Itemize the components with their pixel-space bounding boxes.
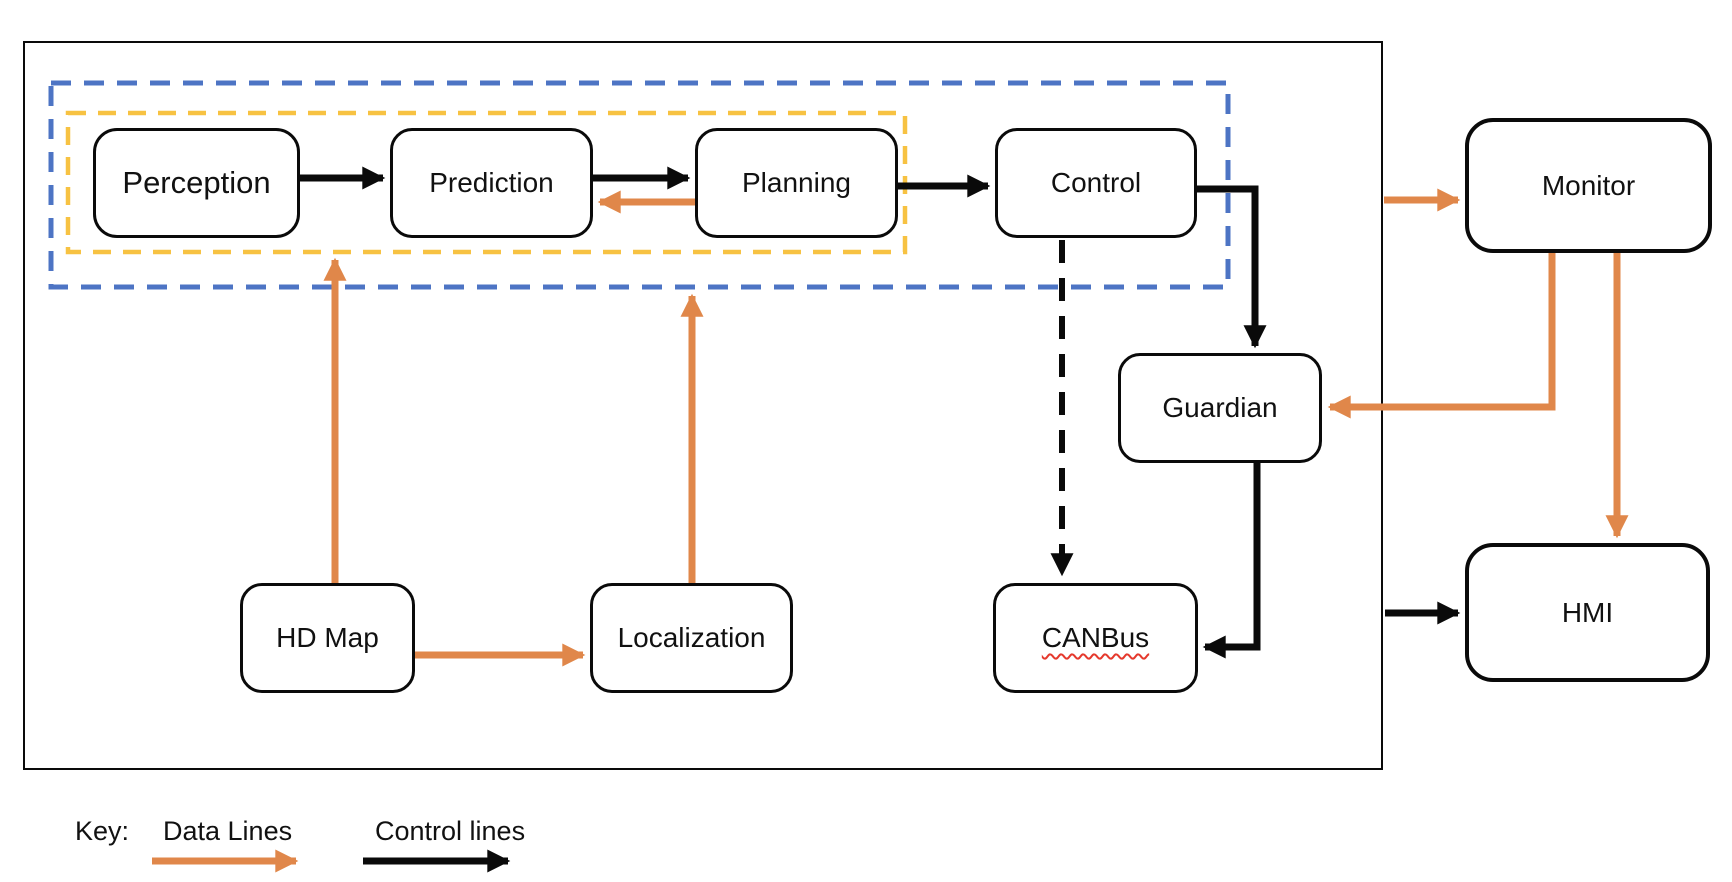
node-planning-label: Planning bbox=[742, 167, 851, 198]
node-control-label: Control bbox=[1050, 167, 1142, 198]
node-planning: Planning bbox=[695, 128, 898, 238]
legend-control-lines-label: Control lines bbox=[375, 816, 526, 846]
node-monitor: Monitor bbox=[1465, 118, 1712, 253]
legend-key-label: Key: bbox=[75, 816, 130, 846]
node-guardian-label: Guardian bbox=[1162, 392, 1278, 423]
node-guardian: Guardian bbox=[1118, 353, 1322, 463]
node-hd-map: HD Map bbox=[240, 583, 415, 693]
legend-data-lines-label: Data Lines bbox=[163, 816, 293, 846]
node-monitor-label: Monitor bbox=[1541, 169, 1636, 201]
node-perception-label: Perception bbox=[122, 165, 271, 200]
node-canbus-label: CANBus bbox=[1041, 622, 1150, 653]
node-hmi: HMI bbox=[1465, 543, 1710, 682]
node-prediction: Prediction bbox=[390, 128, 593, 238]
node-localization: Localization bbox=[590, 583, 793, 693]
node-control: Control bbox=[995, 128, 1197, 238]
node-perception: Perception bbox=[93, 128, 300, 238]
node-canbus: CANBus bbox=[993, 583, 1198, 693]
node-prediction-label: Prediction bbox=[429, 167, 554, 198]
node-hd-map-label: HD Map bbox=[276, 622, 379, 653]
node-localization-label: Localization bbox=[617, 622, 766, 653]
node-hmi-label: HMI bbox=[1561, 596, 1614, 628]
